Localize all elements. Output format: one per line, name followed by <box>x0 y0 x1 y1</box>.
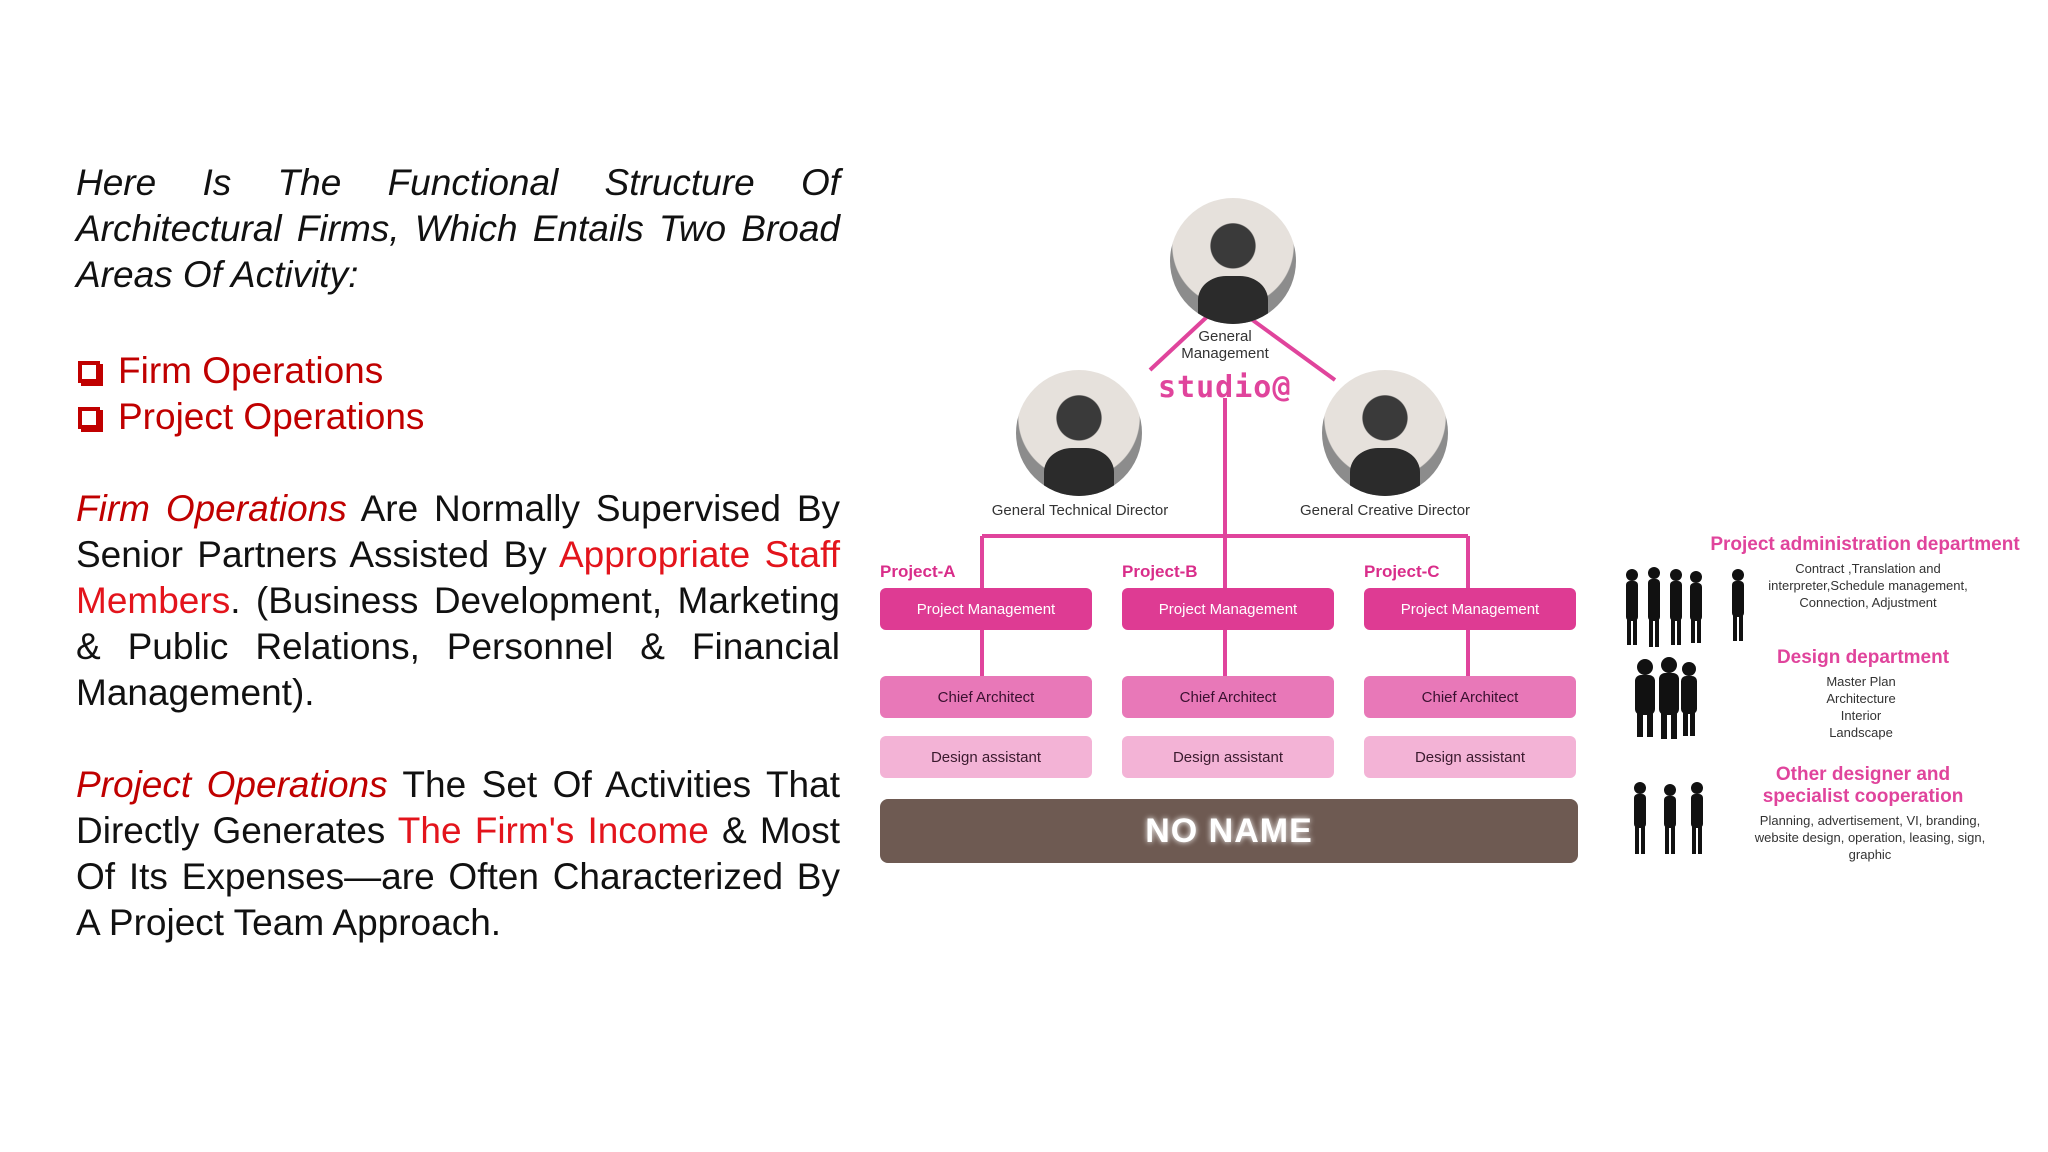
paragraph-lead: Project Operations <box>76 764 388 805</box>
paragraph-text: The Set Of Activities That Directly Gene… <box>76 764 840 851</box>
creative-director-label: General Creative Director <box>1299 502 1471 519</box>
department-title: Design department <box>1776 647 1950 668</box>
firm-operations-paragraph: Firm Operations Are Normally Supervised … <box>76 486 840 716</box>
chief-architect-box: Chief Architect <box>1364 676 1576 718</box>
general-management-label: General Management <box>1181 328 1269 362</box>
paragraph-lead: Firm Operations <box>76 488 347 529</box>
paragraph-text: . (Business Development, Marketing & Pub… <box>76 580 840 713</box>
project-management-box: Project Management <box>1364 588 1576 630</box>
footer-bar: NO NAME <box>880 799 1578 863</box>
project-management-box: Project Management <box>880 588 1092 630</box>
project-title: Project-B <box>1122 562 1198 581</box>
text-column: Here Is The Functional Structure Of Arch… <box>76 160 840 946</box>
project-management-box: Project Management <box>1122 588 1334 630</box>
technical-director-label: General Technical Director <box>991 502 1169 519</box>
department-description: Planning, advertisement, VI, branding, w… <box>1754 813 1986 862</box>
chief-architect-box: Chief Architect <box>880 676 1092 718</box>
chief-architect-box: Chief Architect <box>1122 676 1334 718</box>
paragraph-highlight: Appropriate Staff Members <box>76 534 840 621</box>
list-item: Firm Operations <box>76 348 840 394</box>
design-assistant-box: Design assistant <box>1122 736 1334 778</box>
department-title: Other designer and specialist cooperatio… <box>1762 764 1964 807</box>
creative-director-photo <box>1322 370 1448 496</box>
studio-logo: studio@ <box>1158 370 1292 405</box>
paragraph-text: & Most Of Its Expenses—are Often Charact… <box>76 810 840 943</box>
intro-text: Here Is The Functional Structure Of Arch… <box>76 162 840 295</box>
activity-list: Firm Operations Project Operations <box>76 348 840 440</box>
checkbox-bullet-icon <box>78 407 100 429</box>
general-management-photo <box>1170 198 1296 324</box>
department-title: Project administration department <box>1710 534 2020 555</box>
bullet-label: Firm Operations <box>118 350 384 391</box>
project-title: Project-A <box>880 562 956 581</box>
project-operations-paragraph: Project Operations The Set Of Activities… <box>76 762 840 946</box>
specialists-silhouette-icon <box>1634 782 1703 854</box>
department-description: Master Plan Architecture Interior Landsc… <box>1826 674 1896 740</box>
design-team-silhouette-icon <box>1635 657 1697 739</box>
bullet-label: Project Operations <box>118 396 425 437</box>
department-description: Contract ,Translation and interpreter,Sc… <box>1768 561 1968 610</box>
design-assistant-box: Design assistant <box>1364 736 1576 778</box>
paragraph-highlight: The Firm's Income <box>397 810 709 851</box>
org-chart-diagram: General Management studio@ General Techn… <box>870 180 2040 900</box>
list-item: Project Operations <box>76 394 840 440</box>
people-silhouette-icon <box>1626 567 1744 647</box>
checkbox-bullet-icon <box>78 361 100 383</box>
paragraph-text: Are Normally Supervised By Senior Partne… <box>76 488 841 575</box>
design-assistant-box: Design assistant <box>880 736 1092 778</box>
project-title: Project-C <box>1364 562 1440 581</box>
technical-director-photo <box>1016 370 1142 496</box>
